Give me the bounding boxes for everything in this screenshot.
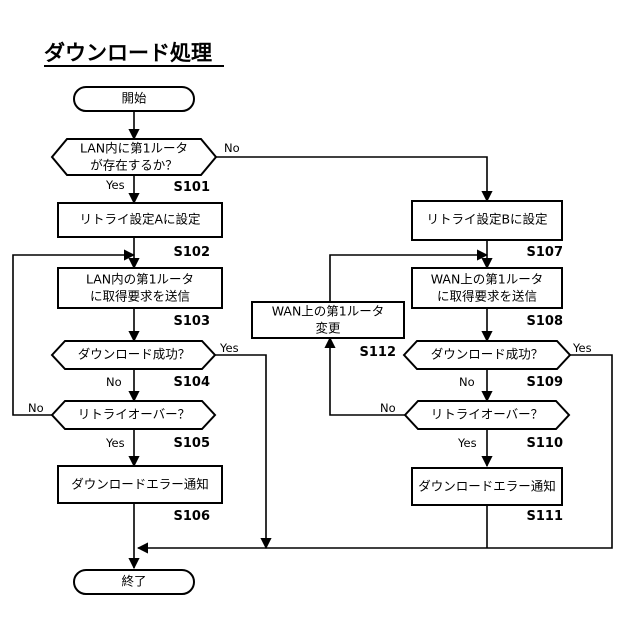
decision-retry-over-wan-label: リトライオーバー？ bbox=[431, 407, 543, 422]
end-label: 終了 bbox=[121, 574, 146, 589]
process-wan-request-line2: に取得要求を送信 bbox=[437, 289, 537, 304]
process-retry-a-label: リトライ設定Aに設定 bbox=[79, 212, 200, 227]
label-d5-yes: Yes bbox=[457, 436, 477, 450]
process-lan-request-line1: LAN内の第1ルータ bbox=[86, 272, 194, 287]
process-change-wan-router-line2: 変更 bbox=[315, 321, 341, 336]
label-d2-yes: Yes bbox=[219, 341, 239, 355]
label-d5-no: No bbox=[380, 401, 396, 415]
process-wan-request-line1: WAN上の第1ルータ bbox=[431, 272, 544, 287]
step-label-s101: S101 bbox=[174, 180, 211, 195]
label-d3-yes: Yes bbox=[105, 436, 125, 450]
process-error-notify-wan-label: ダウンロードエラー通知 bbox=[418, 479, 556, 494]
step-label-s111: S111 bbox=[527, 509, 564, 524]
process-retry-b-label: リトライ設定Bに設定 bbox=[426, 212, 547, 227]
edge-d1-no bbox=[216, 157, 487, 201]
label-d1-no: No bbox=[224, 141, 240, 155]
process-lan-request-line2: に取得要求を送信 bbox=[90, 289, 190, 304]
decision-lan-router-line2: が存在するか？ bbox=[90, 158, 178, 173]
label-d2-no: No bbox=[106, 375, 122, 389]
step-label-s110: S110 bbox=[527, 436, 564, 451]
step-label-s112: S112 bbox=[360, 345, 397, 360]
decision-download-success-lan-label: ダウンロード成功？ bbox=[78, 347, 191, 362]
decision-retry-over-lan-label: リトライオーバー？ bbox=[78, 407, 190, 422]
label-d3-no: No bbox=[28, 401, 44, 415]
label-d4-no: No bbox=[459, 375, 475, 389]
step-label-s106: S106 bbox=[174, 509, 211, 524]
diagram-title: ダウンロード処理 bbox=[44, 41, 212, 65]
step-label-s103: S103 bbox=[174, 314, 211, 329]
label-d4-yes: Yes bbox=[572, 341, 592, 355]
edge-d2-yes bbox=[215, 355, 266, 548]
step-label-s109: S109 bbox=[527, 375, 564, 390]
process-change-wan-router-line1: WAN上の第1ルータ bbox=[272, 304, 385, 319]
step-label-s102: S102 bbox=[174, 245, 211, 260]
start-label: 開始 bbox=[121, 91, 147, 106]
label-d1-yes: Yes bbox=[105, 178, 125, 192]
step-label-s107: S107 bbox=[527, 245, 564, 260]
step-label-s104: S104 bbox=[174, 375, 211, 390]
nodes: 開始 LAN内に第1ルータ が存在するか？ リトライ設定Aに設定 LAN内の第1… bbox=[52, 87, 570, 594]
step-label-s105: S105 bbox=[174, 436, 211, 451]
decision-lan-router-line1: LAN内に第1ルータ bbox=[80, 141, 188, 156]
decision-download-success-wan-label: ダウンロード成功？ bbox=[431, 347, 544, 362]
process-error-notify-lan-label: ダウンロードエラー通知 bbox=[71, 477, 209, 492]
step-label-s108: S108 bbox=[527, 314, 564, 329]
